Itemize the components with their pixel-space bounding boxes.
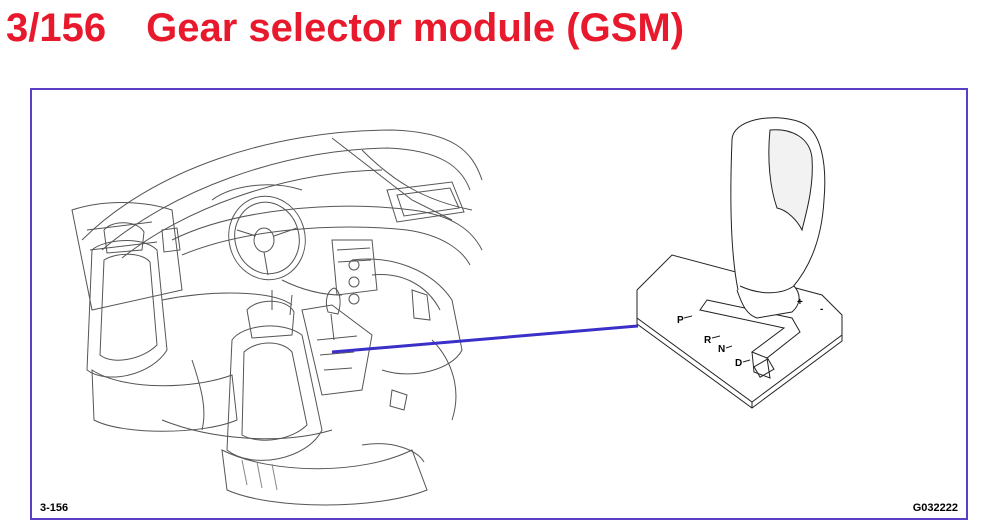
car-interior-illustration: [71, 129, 483, 506]
shift-minus: -: [820, 304, 823, 315]
diagram-canvas: P R N D + -: [71, 117, 843, 506]
gear-label-p: P: [677, 315, 684, 326]
gear-label-d: D: [735, 358, 742, 369]
shift-plus: +: [797, 297, 803, 308]
leader-line: [331, 324, 639, 354]
gear-selector-illustration: P R N D + -: [636, 117, 843, 409]
gear-label-n: N: [718, 344, 725, 355]
page-title: 3/156 Gear selector module (GSM): [6, 4, 684, 52]
title-number: 3/156: [6, 6, 107, 50]
figure-code-left: 3-156: [40, 502, 69, 514]
diagram-frame: P R N D + - 3-156 G032222: [30, 88, 968, 520]
title-text: Gear selector module (GSM): [146, 6, 685, 50]
gear-label-r: R: [704, 335, 712, 346]
figure-code-right: G032222: [912, 502, 958, 514]
